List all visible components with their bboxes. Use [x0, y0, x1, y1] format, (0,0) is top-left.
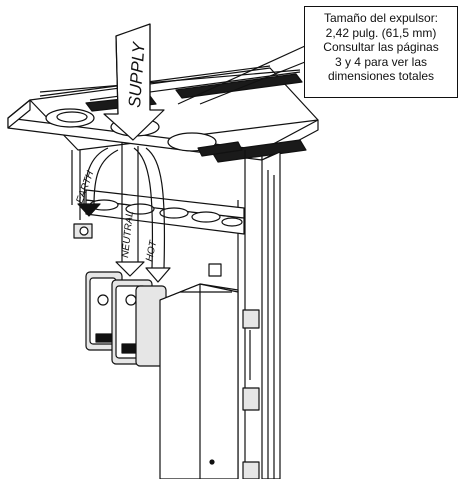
callout-line-2: 2,42 pulg. (61,5 mm)	[325, 25, 437, 40]
hot-arrow	[133, 147, 171, 283]
callout-leader	[177, 45, 306, 105]
supply-label: SUPPLY	[125, 40, 149, 108]
cabinet-wall	[208, 150, 281, 480]
hot-label: HOT	[144, 239, 159, 263]
inner-rail	[71, 150, 245, 235]
callout-line-5: dimensiones totales	[327, 69, 435, 83]
callout-line-4: 3 y 4 para ver las	[334, 54, 428, 69]
callout-line-1: Tamaño del expulsor:	[323, 11, 439, 25]
dimension-callout-box: Tamaño del expulsor: 2,42 pulg. (61,5 mm…	[304, 6, 458, 98]
earth-arrow	[73, 147, 119, 239]
callout-line-3: Consultar las páginas	[323, 40, 439, 54]
supply-arrow	[103, 23, 165, 141]
neutral-arrow	[115, 142, 145, 277]
terminal-blocks	[85, 271, 167, 367]
neutral-label: NEUTRAL	[120, 211, 136, 259]
front-panel	[159, 283, 239, 480]
